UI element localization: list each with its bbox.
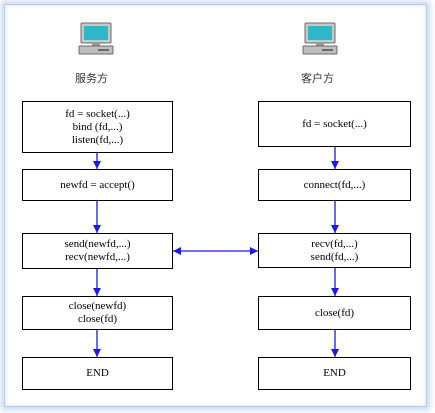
step-line: newfd = accept() <box>60 178 135 191</box>
diagram-frame <box>4 4 427 407</box>
client-step-close: close(fd) <box>258 296 411 330</box>
server-step-send-recv: send(newfd,...) recv(newfd,...) <box>22 233 173 269</box>
client-step-recv-send: recv(fd,...) send(fd,...) <box>258 233 411 268</box>
step-line: recv(fd,...) <box>311 237 358 250</box>
client-computer-icon <box>302 22 338 55</box>
step-line: fd = socket(...) <box>302 117 367 130</box>
step-line: fd = socket(...) <box>65 107 130 120</box>
step-line: bind (fd,...) <box>72 120 123 133</box>
step-line: END <box>86 367 109 379</box>
server-step-end: END <box>22 357 173 390</box>
step-line: send(fd,...) <box>310 250 359 263</box>
server-label: 服务方 <box>75 72 108 85</box>
client-step-socket: fd = socket(...) <box>258 101 411 147</box>
monitor-screen <box>84 26 108 40</box>
step-line: close(fd) <box>77 313 118 325</box>
step-line: connect(fd,...) <box>303 178 366 191</box>
step-line: close(newfd) <box>68 300 127 312</box>
server-step-socket-bind-listen: fd = socket(...) bind (fd,...) listen(fd… <box>22 101 173 153</box>
step-line: END <box>323 367 346 379</box>
client-step-connect: connect(fd,...) <box>258 169 411 201</box>
step-line: send(newfd,...) <box>64 238 131 250</box>
monitor-screen <box>308 26 332 40</box>
server-step-close: close(newfd) close(fd) <box>22 296 173 330</box>
client-step-end: END <box>258 357 411 390</box>
step-line: recv(newfd,...) <box>65 251 130 263</box>
step-line: listen(fd,...) <box>71 133 124 146</box>
step-line: close(fd) <box>314 306 355 319</box>
server-step-accept: newfd = accept() <box>22 169 173 201</box>
server-computer-icon <box>78 22 114 55</box>
client-label: 客户方 <box>301 72 334 85</box>
